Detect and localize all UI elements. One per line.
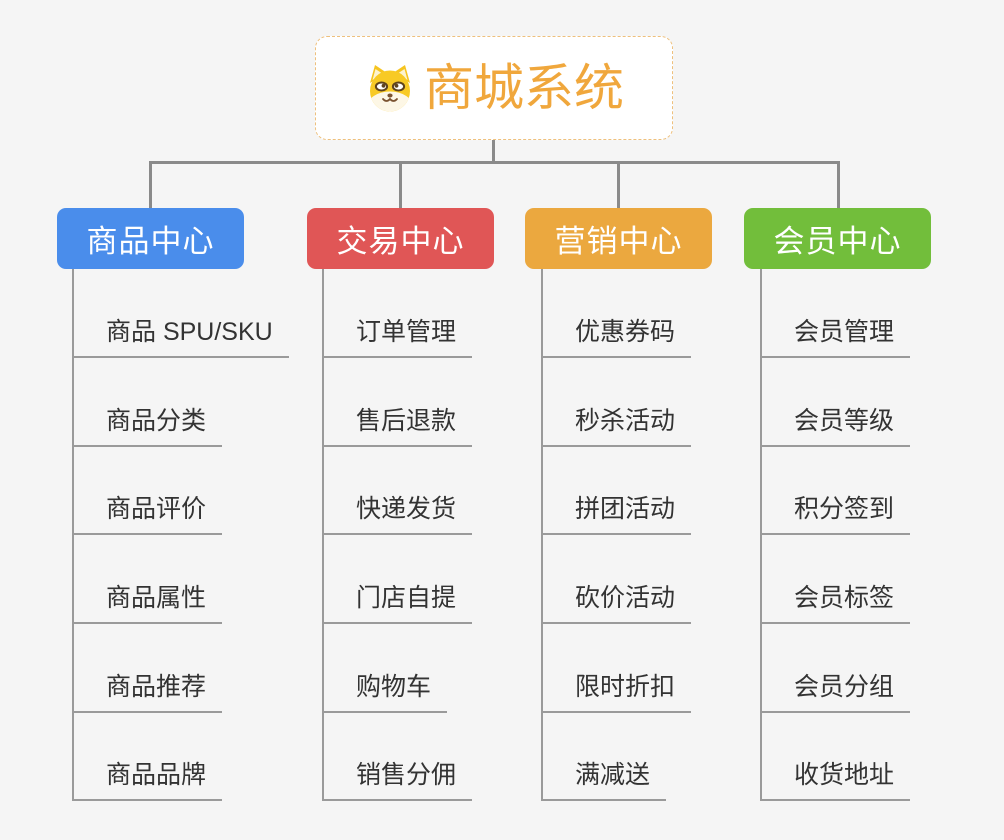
subtopic-node[interactable]: 商品推荐	[72, 671, 223, 713]
connector-drop-4	[837, 163, 840, 208]
connector-drop-2	[399, 163, 402, 208]
subtopic-node[interactable]: 商品评价	[72, 493, 223, 535]
branch-label: 营销中心	[554, 224, 683, 259]
shiba-dog-icon	[370, 65, 410, 112]
subtopic-node[interactable]: 快递发货	[322, 493, 473, 535]
subtopic-node[interactable]: 积分签到	[760, 493, 911, 535]
branch-children-line-1	[72, 269, 74, 801]
branch-node-member-center[interactable]: 会员中心	[744, 208, 931, 269]
subtopic-node[interactable]: 门店自提	[322, 582, 473, 624]
branch-node-trade-center[interactable]: 交易中心	[307, 208, 494, 269]
connector-drop-3	[617, 163, 620, 208]
branch-children-line-4	[760, 269, 762, 801]
subtopic-node[interactable]: 砍价活动	[541, 582, 692, 624]
branch-label: 交易中心	[336, 224, 465, 259]
connector-drop-1	[149, 163, 152, 208]
subtopic-node[interactable]: 会员管理	[760, 316, 911, 358]
connector-root-stub	[492, 140, 495, 162]
branch-children-line-3	[541, 269, 543, 801]
subtopic-node[interactable]: 限时折扣	[541, 671, 692, 713]
subtopic-node[interactable]: 优惠券码	[541, 316, 692, 358]
subtopic-node[interactable]: 购物车	[322, 671, 448, 713]
branch-children-line-2	[322, 269, 324, 801]
subtopic-node[interactable]: 销售分佣	[322, 759, 473, 801]
subtopic-node[interactable]: 商品品牌	[72, 759, 223, 801]
subtopic-node[interactable]: 售后退款	[322, 405, 473, 447]
subtopic-node[interactable]: 会员等级	[760, 405, 911, 447]
connector-rail	[149, 161, 840, 164]
branch-node-marketing-center[interactable]: 营销中心	[525, 208, 712, 269]
subtopic-node[interactable]: 满减送	[541, 759, 667, 801]
subtopic-node[interactable]: 收货地址	[760, 759, 911, 801]
subtopic-node[interactable]: 商品属性	[72, 582, 223, 624]
subtopic-node[interactable]: 商品分类	[72, 405, 223, 447]
root-title: 商城系统	[424, 60, 624, 116]
branch-label: 会员中心	[773, 224, 902, 259]
subtopic-node[interactable]: 会员分组	[760, 671, 911, 713]
branch-node-product-center[interactable]: 商品中心	[57, 208, 244, 269]
subtopic-node[interactable]: 商品 SPU/SKU	[72, 316, 289, 358]
branch-label: 商品中心	[86, 224, 215, 259]
subtopic-node[interactable]: 会员标签	[760, 582, 911, 624]
subtopic-node[interactable]: 秒杀活动	[541, 405, 692, 447]
subtopic-node[interactable]: 拼团活动	[541, 493, 692, 535]
root-node[interactable]: 商城系统	[315, 36, 673, 140]
subtopic-node[interactable]: 订单管理	[322, 316, 473, 358]
